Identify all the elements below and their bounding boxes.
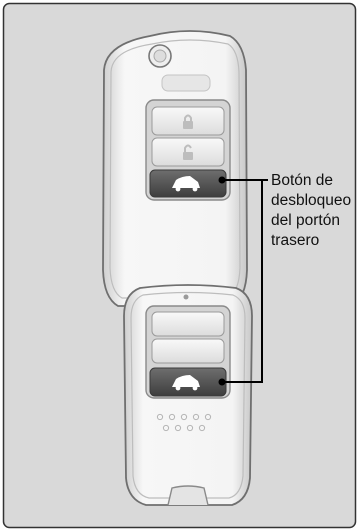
padlock-closed-icon xyxy=(183,114,193,129)
leader-dot-smart-key xyxy=(218,378,226,386)
leader-dot-flip-key xyxy=(218,176,226,184)
callout-line-2: desbloqueo xyxy=(271,192,352,209)
smart-key-lock-button xyxy=(151,311,225,337)
flip-key xyxy=(102,30,248,317)
callout-line-3: del portón xyxy=(271,212,340,229)
car-tailgate-icon xyxy=(172,176,200,192)
callout-leader xyxy=(222,179,268,383)
callout-line-1: Botón de xyxy=(271,172,334,189)
car-tailgate-icon xyxy=(172,375,200,391)
logo-plate xyxy=(161,74,211,92)
callout-line-4: trasero xyxy=(271,232,320,249)
smart-key-rim xyxy=(130,291,246,499)
lanyard-notch xyxy=(167,485,209,506)
tailgate-unlock-button-label: Botón de desbloqueo del portón trasero xyxy=(271,171,357,251)
indicator-light xyxy=(183,294,189,300)
padlock-open-icon xyxy=(183,144,193,160)
speaker-grille xyxy=(156,413,212,432)
smart-key-unlock-button xyxy=(151,338,225,364)
smart-key xyxy=(123,284,253,506)
